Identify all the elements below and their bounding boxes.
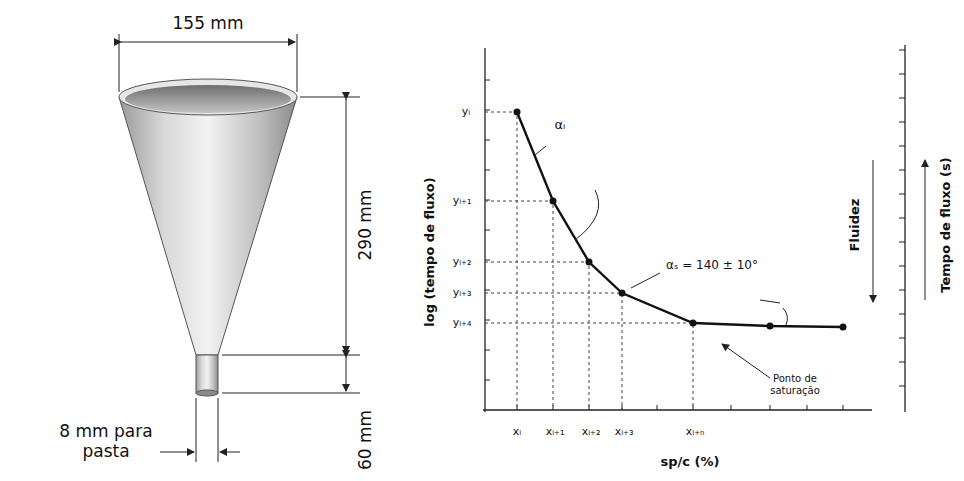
axis-tick	[899, 266, 905, 267]
label: xᵢ	[512, 426, 522, 439]
label: yᵢ	[461, 106, 471, 119]
axis-tick	[899, 218, 905, 219]
axis-tick	[485, 380, 490, 381]
axis-tick	[485, 80, 490, 81]
axis-tick	[485, 110, 490, 111]
label: yᵢ₊₄	[452, 317, 473, 330]
axis-tick	[899, 170, 905, 171]
axis-tick	[807, 405, 808, 410]
label: xᵢ₊₁	[545, 426, 566, 439]
axis-tick	[899, 122, 905, 123]
label: xᵢ₊ₙ	[685, 426, 706, 439]
label: xᵢ₊₂	[581, 426, 602, 439]
label: 8 mm para pasta	[50, 422, 162, 461]
axis-tick	[657, 405, 658, 410]
axis-tick	[485, 350, 490, 351]
label: 155 mm	[172, 14, 245, 34]
axis-tick	[899, 98, 905, 99]
label: xᵢ₊₃	[614, 426, 635, 439]
axis-tick	[770, 405, 771, 410]
label: Tempo de fluxo (s)	[939, 156, 954, 293]
axis-tick	[899, 50, 905, 51]
axis-tick	[485, 320, 490, 321]
label: sp/c (%)	[660, 455, 721, 470]
label: αₛ = 140 ± 10°	[665, 259, 759, 273]
axis-tick	[485, 260, 490, 261]
axis-tick	[899, 146, 905, 147]
axis-tick	[485, 230, 490, 231]
label: yᵢ₊₂	[452, 256, 473, 269]
axis-tick	[485, 170, 490, 171]
axis-tick	[485, 290, 490, 291]
label: yᵢ₊₃	[452, 287, 473, 300]
axis-tick	[485, 140, 490, 141]
label: yᵢ₊₁	[452, 195, 473, 208]
axis-tick	[899, 386, 905, 387]
label: 290 mm	[356, 189, 376, 262]
axis-tick	[899, 314, 905, 315]
axis-tick	[899, 362, 905, 363]
label: αᵢ	[554, 118, 567, 133]
label: Fluidez	[848, 198, 863, 253]
axis-tick	[899, 194, 905, 195]
axis-tick	[899, 242, 905, 243]
axis-tick	[899, 338, 905, 339]
axis-tick	[731, 405, 732, 410]
label: 60 mm	[356, 409, 376, 471]
label: log (tempo de fluxo)	[423, 176, 438, 327]
axis-tick	[899, 290, 905, 291]
axis-tick	[843, 405, 844, 410]
label: Ponto de saturação	[754, 373, 836, 396]
axis-tick	[899, 74, 905, 75]
axis-tick	[485, 200, 490, 201]
